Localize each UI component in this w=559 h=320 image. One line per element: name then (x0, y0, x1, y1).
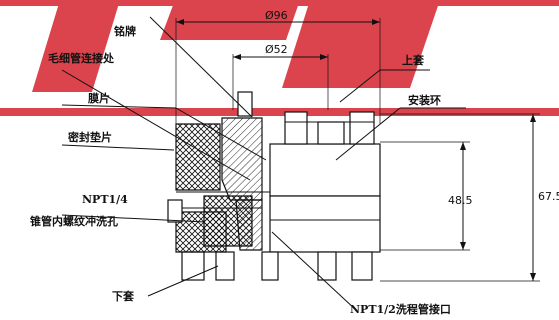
dim-body-height: 48.5 (380, 141, 473, 251)
inner-diameter-label: Ø52 (265, 43, 288, 56)
label-diaphragm: 膜片 (88, 91, 110, 105)
dim-inner-diameter: Ø52 (232, 43, 329, 110)
label-lower-housing: 下套 (112, 289, 135, 303)
label-nameplate: 铭牌 (114, 24, 136, 38)
label-capillary-connection: 毛细管连接处 (48, 51, 115, 65)
overall-height-label: 67.5 (538, 190, 559, 203)
label-seal-gasket: 密封垫片 (68, 130, 112, 144)
outer-diameter-label: Ø96 (265, 9, 288, 22)
label-upper-housing: 上套 (402, 53, 425, 67)
leader-lines (61, 16, 466, 311)
seal-body (167, 91, 381, 281)
dim-outer-diameter: Ø96 (175, 9, 381, 124)
label-flush-connection: NPT1/2洗程管接口 (350, 302, 451, 316)
callout-labels: 铭牌 毛细管连接处 膜片 密封垫片 NPT1/4 锥管内螺纹冲洗孔 上套 安装环… (30, 24, 451, 316)
dim-overall-height: 67.5 (380, 113, 559, 282)
label-flush-hole: 锥管内螺纹冲洗孔 (30, 214, 118, 228)
label-mounting-ring: 安装环 (408, 93, 441, 107)
label-flush-hole-size: NPT1/4 (82, 193, 128, 206)
body-height-label: 48.5 (448, 194, 473, 207)
